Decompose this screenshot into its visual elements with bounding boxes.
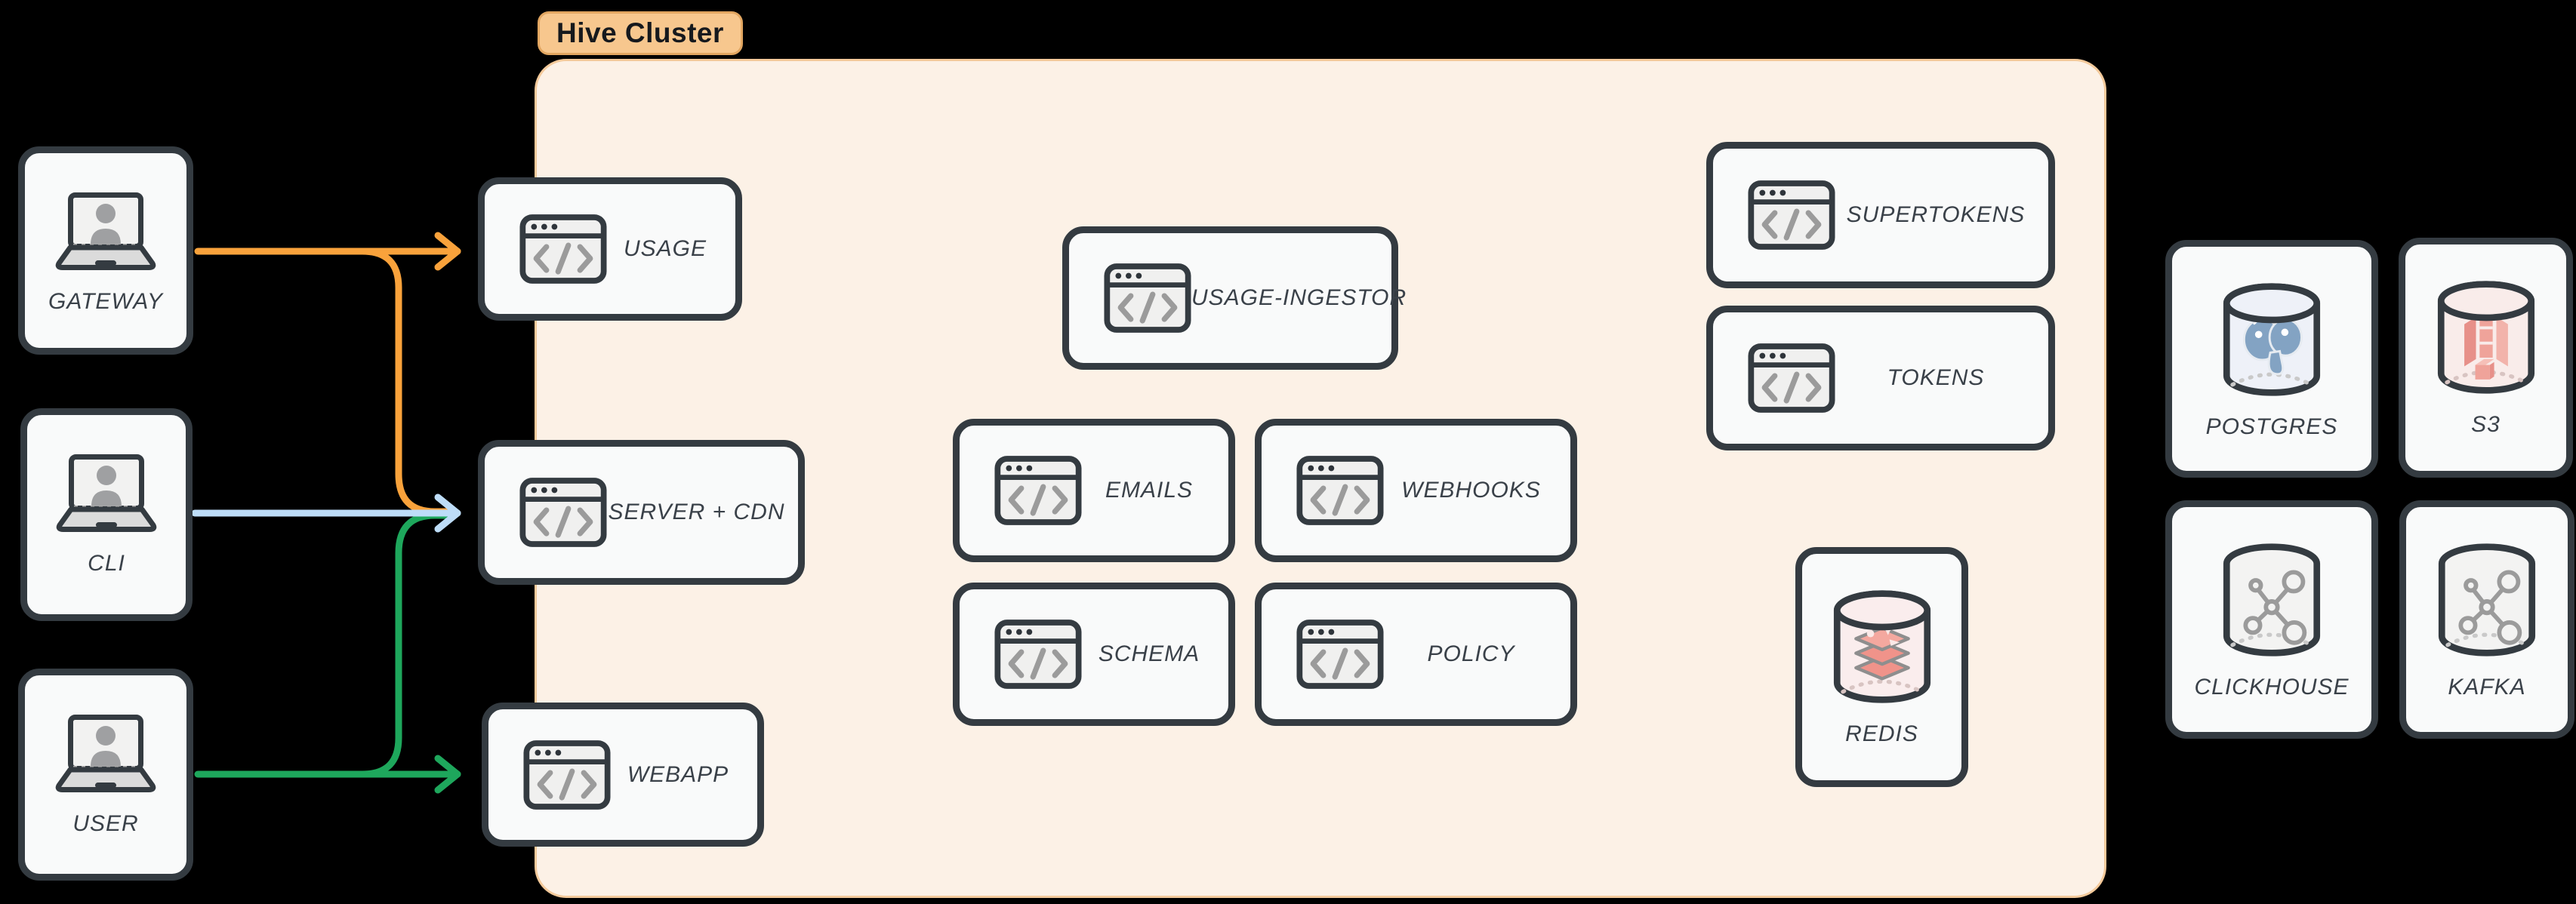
datastore-node-kafka: KAFKA [2399,500,2574,739]
edge-gateway-to-server-cdn [359,248,458,515]
service-node-webapp: WEBAPP [482,703,764,847]
datastore-label-postgres: POSTGRES [2205,414,2338,439]
code-window-icon [519,214,607,284]
postgres-database-cylinder-icon [2220,280,2323,399]
service-label-supertokens: SUPERTOKENS [1846,202,2026,227]
service-node-server-cdn: SERVER + CDN [478,440,805,585]
service-label-tokens: TOKENS [1887,365,1985,390]
service-label-usage: USAGE [623,236,707,261]
s3-database-cylinder-icon [2435,278,2537,397]
service-node-emails: EMAILS [953,419,1235,562]
code-window-icon [994,619,1082,690]
datastore-node-redis: REDIS [1795,547,1968,787]
client-node-user: USER [18,669,193,881]
service-node-tokens: TOKENS [1706,306,2055,450]
client-label-gateway: GATEWAY [48,289,164,314]
service-label-usage-ingestor: USAGE-INGESTOR [1191,285,1407,310]
service-label-schema: SCHEMA [1098,641,1200,666]
service-label-emails: EMAILS [1105,478,1194,503]
laptop-user-icon [50,454,163,533]
service-node-supertokens: SUPERTOKENS [1706,142,2055,288]
datastore-node-clickhouse: CLICKHOUSE [2165,500,2378,739]
client-label-user: USER [72,811,139,836]
code-window-icon [1296,455,1384,526]
laptop-user-icon [49,192,162,271]
datastore-node-s3: S3 [2399,238,2573,478]
code-window-icon [1748,180,1835,251]
service-label-webhooks: WEBHOOKS [1401,478,1541,503]
client-node-cli: CLI [20,408,193,621]
code-window-icon [519,477,607,548]
network-database-cylinder-icon [2436,540,2538,660]
datastore-label-clickhouse: CLICKHOUSE [2194,675,2350,700]
client-label-cli: CLI [88,551,125,576]
datastore-label-redis: REDIS [1845,721,1918,746]
datastore-label-s3: S3 [2471,412,2501,437]
redis-database-cylinder-icon [1831,587,1934,706]
laptop-user-icon [49,715,162,793]
service-node-usage-ingestor: USAGE-INGESTOR [1062,226,1406,370]
hive-cluster-badge: Hive Cluster [538,11,743,55]
service-node-schema: SCHEMA [953,583,1235,726]
datastore-label-kafka: KAFKA [2448,675,2526,700]
code-window-icon [1748,343,1835,414]
service-label-webapp: WEBAPP [627,761,729,787]
code-window-icon [994,455,1082,526]
service-node-webhooks: WEBHOOKS [1255,419,1577,562]
datastore-node-postgres: POSTGRES [2165,240,2378,478]
code-window-icon [1104,263,1191,334]
code-window-icon [523,739,611,810]
service-node-policy: POLICY [1255,583,1577,726]
edge-user-to-server-cdn [359,512,455,778]
service-node-usage: USAGE [478,177,742,321]
client-node-gateway: GATEWAY [18,146,193,355]
service-label-server-cdn: SERVER + CDN [608,500,785,524]
code-window-icon [1296,619,1384,690]
network-database-cylinder-icon [2220,540,2323,660]
service-label-policy: POLICY [1427,641,1515,666]
